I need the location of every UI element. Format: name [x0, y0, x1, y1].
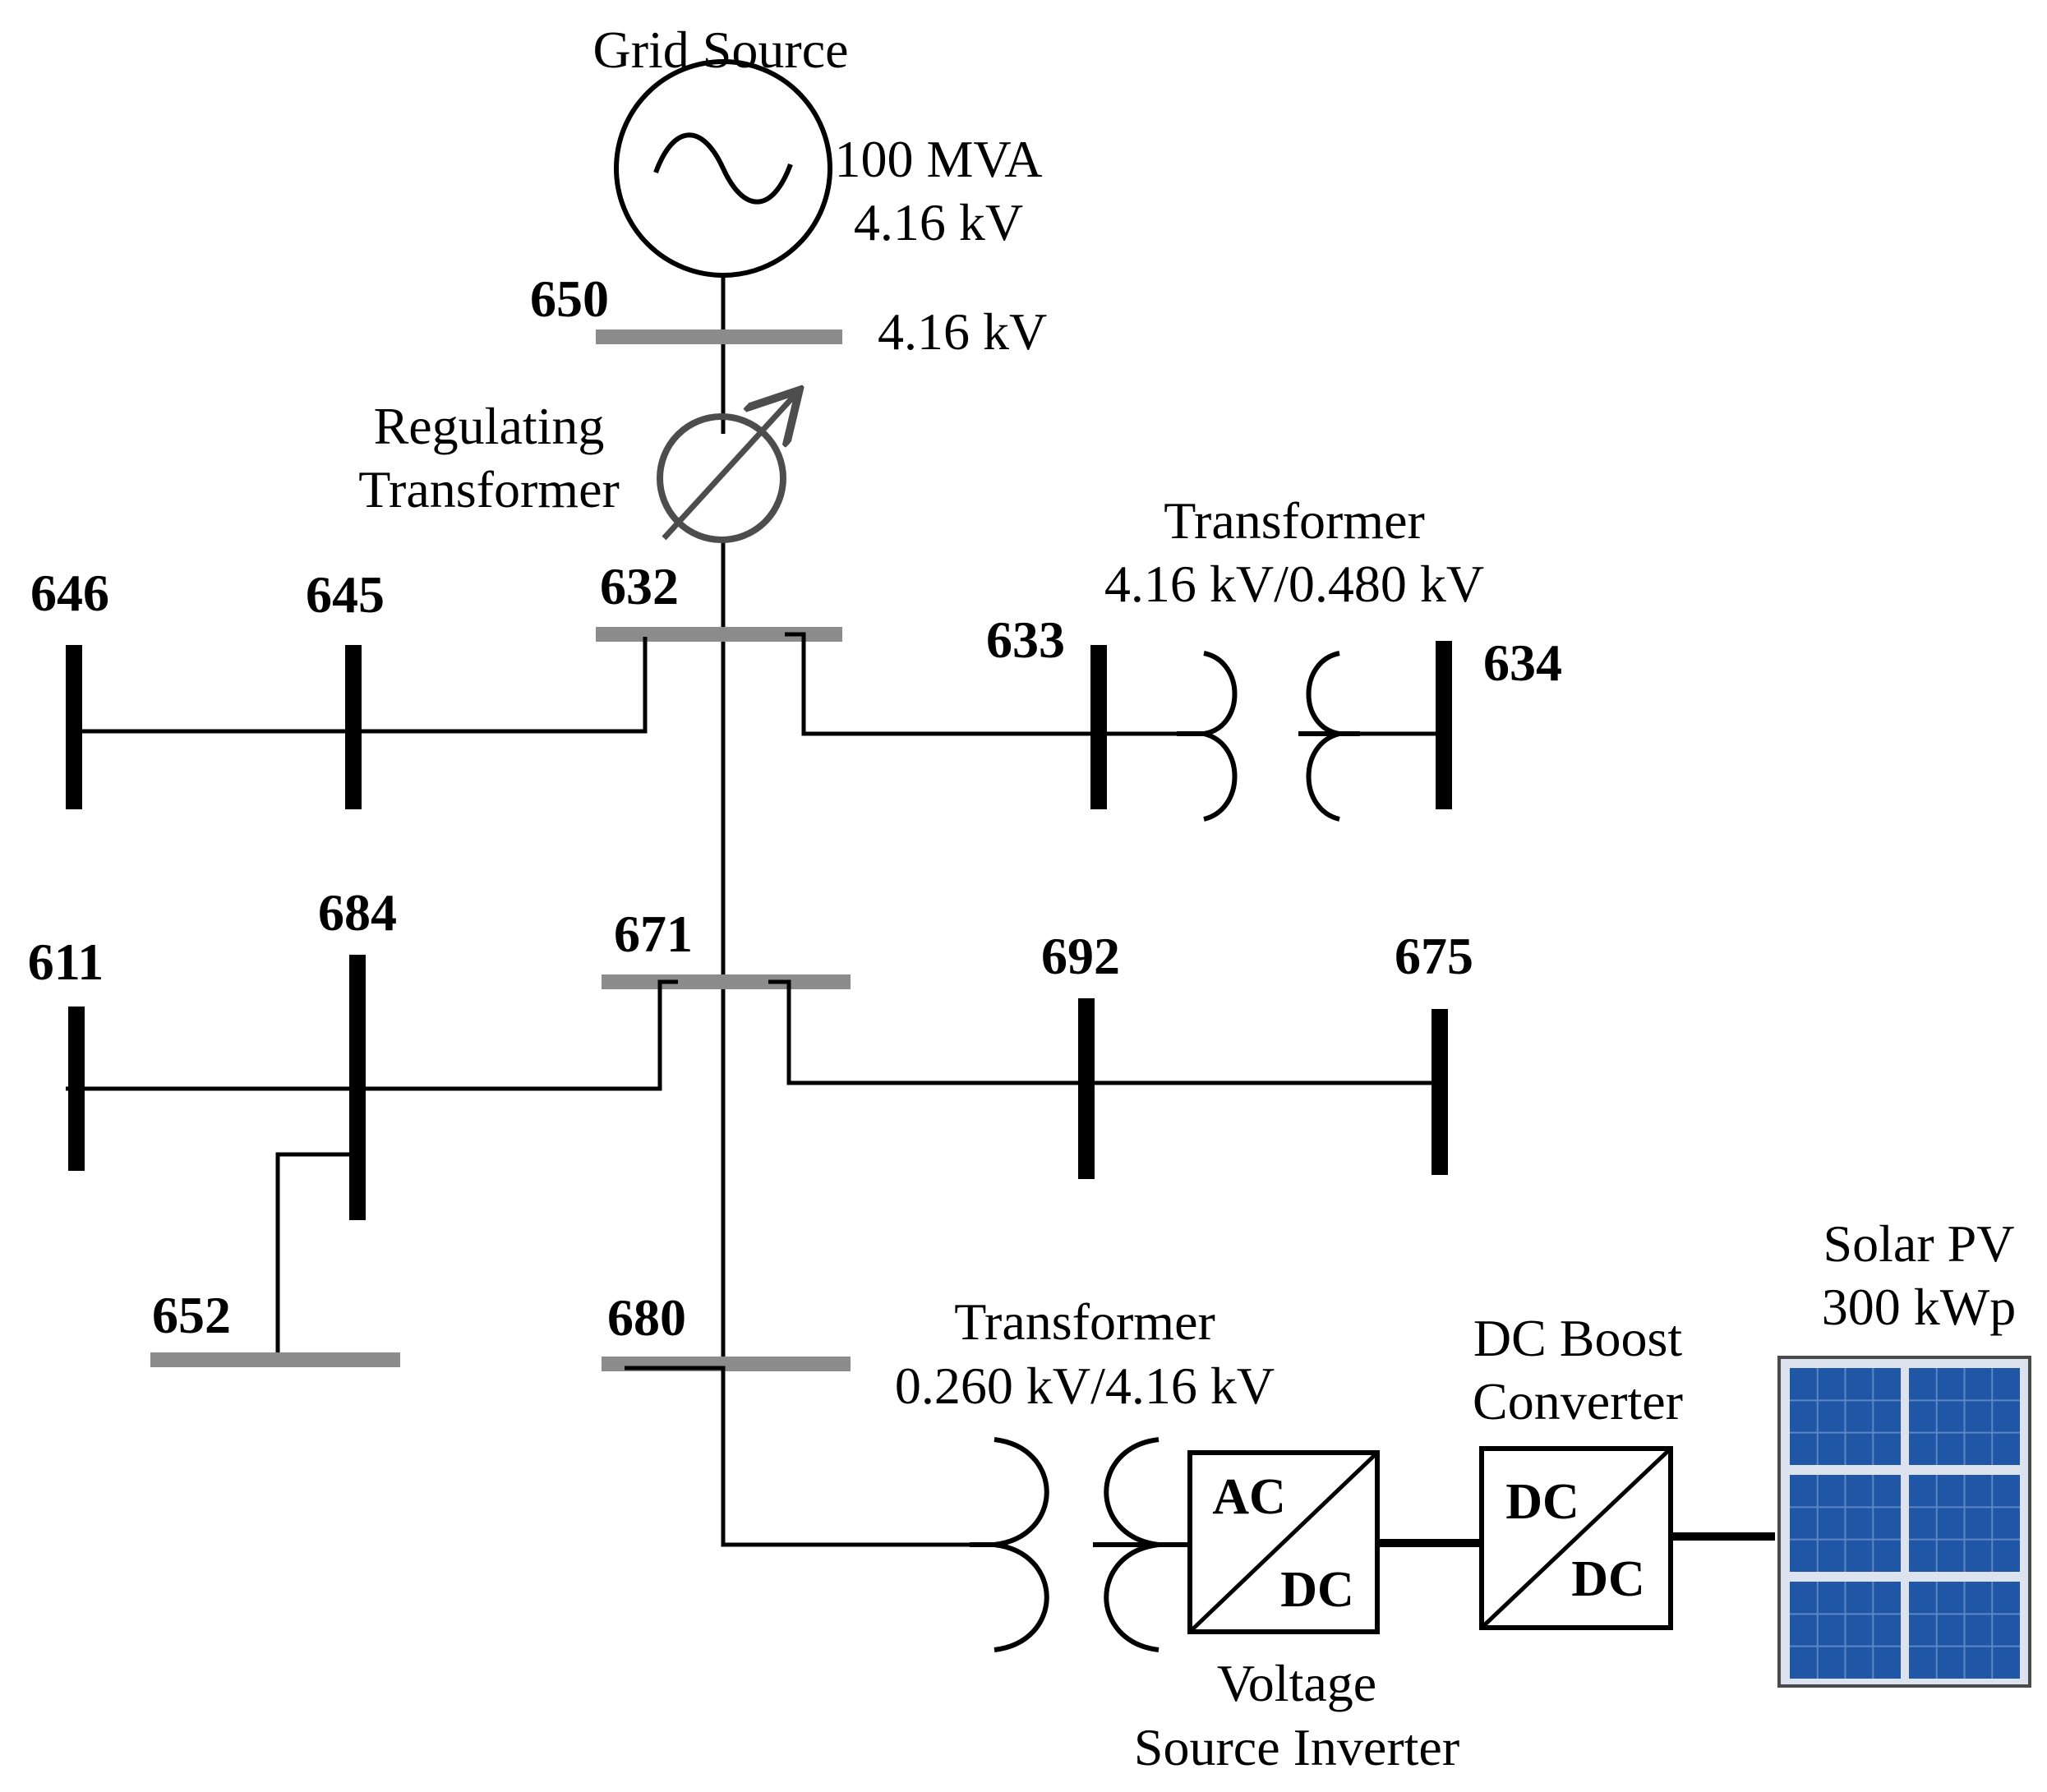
line-684-to-652 — [275, 1152, 349, 1354]
inverter-dc-label: DC — [1280, 1562, 1354, 1618]
regulator-circle-icon — [657, 413, 786, 543]
regulating-transformer-label-line2: Transformer — [358, 460, 620, 518]
bus-645-label: 645 — [306, 565, 385, 624]
line-632-to-645 — [353, 637, 648, 734]
boost-label-line2: Converter — [1473, 1372, 1683, 1430]
regulating-transformer — [657, 394, 795, 543]
sine-wave-icon — [653, 132, 793, 205]
bus-675-label: 675 — [1395, 927, 1473, 985]
grid-source — [614, 59, 832, 278]
solar-pv-panel-icon — [1777, 1356, 2031, 1688]
line-632-to-633 — [785, 632, 1097, 736]
bus-671-label: 671 — [614, 905, 693, 963]
transformer-pv-label-line1: Transformer — [954, 1292, 1215, 1351]
transformer-633-634-label-line1: Transformer — [1164, 491, 1425, 550]
xfmr-secondary-coil-icon — [1298, 651, 1360, 822]
regulating-transformer-label-line1: Regulating — [374, 397, 605, 455]
line-680-to-pv-transformer — [625, 1366, 970, 1547]
inverter-diagonal — [1188, 1451, 1379, 1633]
pv-cells — [1790, 1368, 2020, 1679]
bus-632-label: 632 — [600, 557, 679, 615]
boost-label-line1: DC Boost — [1473, 1309, 1683, 1367]
inverter-label-line1: Voltage — [1217, 1654, 1376, 1712]
bus-650-voltage: 4.16 kV — [878, 302, 1047, 361]
solar-pv-label-line2: 300 kWp — [1822, 1278, 2016, 1336]
bus-646-label: 646 — [30, 564, 109, 622]
regulator-arrow-icon — [662, 394, 795, 541]
transformer-pv-label-line2: 0.260 kV/4.16 kV — [895, 1357, 1275, 1415]
pv-xfmr-secondary-coil-icon — [1093, 1437, 1187, 1652]
inverter-ac-label: AC — [1212, 1469, 1286, 1525]
line-671-to-692 — [768, 979, 1086, 1085]
bus-650-label: 650 — [530, 269, 609, 328]
boost-diagonal — [1480, 1447, 1672, 1629]
bus-692-label: 692 — [1041, 927, 1120, 985]
bus-611-label: 611 — [28, 933, 104, 991]
grid-source-rating: 100 MVA — [834, 130, 1042, 188]
transformer-633-634 — [1177, 651, 1360, 822]
bus-633-label: 633 — [986, 610, 1065, 669]
transformer-pv — [970, 1437, 1187, 1652]
pv-xfmr-primary-coil-icon — [970, 1437, 1049, 1652]
xfmr-primary-coil-icon — [1177, 651, 1238, 822]
solar-pv-label-line1: Solar PV — [1823, 1214, 2015, 1273]
inverter-label-line2: Source Inverter — [1134, 1718, 1459, 1776]
grid-source-voltage: 4.16 kV — [854, 193, 1023, 251]
bus-652-label: 652 — [152, 1286, 231, 1344]
bus-684-label: 684 — [318, 883, 397, 942]
boost-dc-top-label: DC — [1505, 1474, 1579, 1530]
bus-634-label: 634 — [1483, 633, 1562, 692]
transformer-633-634-label-line2: 4.16 kV/0.480 kV — [1104, 555, 1484, 613]
grid-source-title: Grid Source — [592, 21, 848, 79]
bus-680-label: 680 — [607, 1288, 686, 1347]
line-671-to-684 — [353, 979, 678, 1091]
boost-dc-bottom-label: DC — [1571, 1551, 1645, 1607]
